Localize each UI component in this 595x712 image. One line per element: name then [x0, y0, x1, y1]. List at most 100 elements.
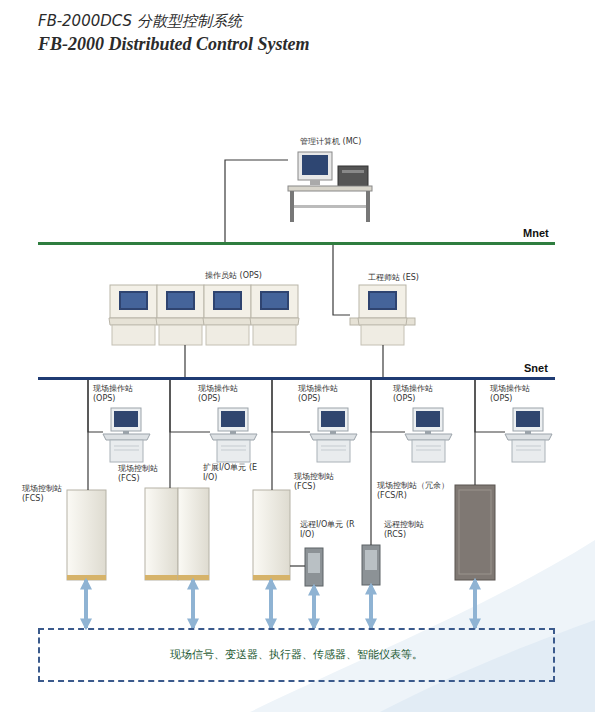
node-caption: 现场控制站 (FCS) — [294, 472, 338, 492]
box-panel — [365, 550, 377, 570]
caption-holder: 管理计算机 (MC) — [300, 137, 361, 147]
cabinet-door — [459, 490, 491, 574]
engineer-station: 工程师站 (ES) — [350, 290, 415, 345]
signal-arrow — [84, 580, 88, 628]
network-line — [290, 565, 305, 566]
diagram-title: FB-2000DCS 分散型控制系统 — [38, 12, 242, 30]
signal-arrow — [473, 580, 477, 628]
caption-holder: 远程I/O单元 (R I/O) — [300, 520, 356, 540]
management-computer: 管理计算机 (MC) — [288, 150, 372, 222]
caption-holder: 现场控制站 (FCS) — [22, 484, 66, 504]
node-caption: 现场操作站 (OPS) — [393, 384, 437, 404]
caption-holder: 操作员站 (OPS) — [205, 271, 262, 281]
caption-holder: 现场操作站 (OPS) — [393, 384, 437, 404]
network-bus: Snet — [38, 377, 555, 380]
node-caption: 远程控制站 (RCS) — [384, 520, 432, 540]
caption-holder: 现场操作站 (OPS) — [198, 384, 242, 404]
redundant-cabinet — [455, 485, 495, 580]
node-caption: 现场控制站 (FCS) — [118, 464, 162, 484]
redundant-control-station: 现场控制站（冗余） (FCS/R) — [455, 485, 495, 580]
node-caption: 工程师站 (ES) — [368, 273, 419, 283]
signal-arrow — [312, 586, 316, 628]
console-panel — [250, 285, 299, 345]
caption-holder: 现场控制站 (FCS) — [294, 472, 338, 492]
field-station — [505, 408, 552, 462]
node-caption: 管理计算机 (MC) — [300, 137, 361, 147]
operator-station: 操作员站 (OPS) — [110, 285, 300, 345]
caption-holder: Snet — [524, 362, 548, 375]
field-control-station: 现场控制站 (FCS) — [253, 490, 290, 580]
monitor — [298, 152, 332, 180]
caption-holder: 现场控制站 (FCS) — [118, 464, 162, 484]
caption-holder: Mnet — [523, 227, 549, 240]
network-line — [225, 160, 288, 242]
node-caption: 现场操作站 (OPS) — [93, 384, 137, 404]
node-caption: 现场操作站 (OPS) — [198, 384, 242, 404]
field-operator-station: 现场操作站 (OPS) — [210, 405, 257, 462]
caption-holder: 现场操作站 (OPS) — [93, 384, 137, 404]
field-station — [405, 408, 452, 462]
cabinet-plinth — [145, 575, 178, 580]
control-cabinets — [67, 485, 495, 586]
node-caption: 操作员站 (OPS) — [205, 271, 262, 281]
field-operator-station: 现场操作站 (OPS) — [103, 405, 150, 462]
signal-arrow — [269, 580, 273, 628]
field-operator-station: 现场操作站 (OPS) — [310, 405, 357, 462]
field-devices-box: 现场信号、变送器、执行器、传感器、智能仪表等。 — [38, 628, 555, 682]
engineer-console-drawing — [350, 285, 415, 345]
management-computer-drawing — [288, 152, 372, 222]
printer-slot — [342, 170, 364, 173]
node-text: 现场信号、变送器、执行器、传感器、智能仪表等。 — [170, 648, 423, 662]
network-line — [184, 345, 185, 377]
field-operator-station: 现场操作站 (OPS) — [505, 405, 552, 462]
console-panel — [109, 285, 158, 345]
cabinet-plinth — [67, 575, 106, 580]
background-swoosh — [250, 540, 595, 712]
field-station — [310, 408, 357, 462]
node-caption: 现场控制站 (FCS) — [22, 484, 66, 504]
network-bus: Mnet — [38, 242, 555, 245]
remote-station-box — [362, 545, 380, 585]
desk-leg — [290, 191, 294, 222]
node-caption: 扩展I/O单元 (E I/O) — [203, 463, 259, 483]
caption-holder: 现场控制站（冗余） (FCS/R) — [377, 481, 453, 501]
caption-holder: 现场操作站 (OPS) — [298, 384, 342, 404]
cabinet — [253, 490, 290, 580]
node-caption: 远程I/O单元 (R I/O) — [300, 520, 356, 540]
network-line — [382, 345, 383, 377]
bus-name: Mnet — [523, 227, 549, 240]
operator-console-drawing — [109, 285, 299, 345]
field-station — [103, 408, 150, 462]
remote-control-station: 远程控制站 (RCS) — [362, 545, 380, 585]
caption-holder: 扩展I/O单元 (E I/O) — [203, 463, 259, 483]
screen — [302, 155, 328, 175]
cabinet-plinth — [253, 575, 290, 580]
console-panel — [358, 285, 407, 345]
cabinet — [67, 490, 106, 580]
caption-holder: 远程控制站 (RCS) — [384, 520, 432, 540]
console-panel — [203, 285, 252, 345]
cabinet — [145, 488, 178, 580]
field-control-station: 现场控制站 (FCS) — [67, 490, 106, 580]
desk-leg — [366, 191, 370, 222]
signal-arrow — [369, 585, 373, 628]
bus-name: Snet — [524, 362, 548, 375]
console-panel — [156, 285, 205, 345]
expansion-io-unit: 扩展I/O单元 (E I/O) — [178, 488, 209, 580]
node-caption: 现场操作站 (OPS) — [490, 384, 534, 404]
cabinet-plinth — [178, 575, 209, 580]
caption-holder: 工程师站 (ES) — [368, 273, 419, 283]
field-control-station: 现场控制站 (FCS) — [145, 488, 178, 580]
network-line — [333, 245, 350, 315]
remote-io-unit: 远程I/O单元 (R I/O) — [305, 548, 323, 586]
cabinet — [178, 488, 209, 580]
printer — [338, 166, 368, 186]
monitor-stand — [310, 180, 320, 185]
desk-shelf — [294, 205, 366, 208]
background-swoosh — [380, 620, 595, 712]
caption-holder: 现场操作站 (OPS) — [490, 384, 534, 404]
